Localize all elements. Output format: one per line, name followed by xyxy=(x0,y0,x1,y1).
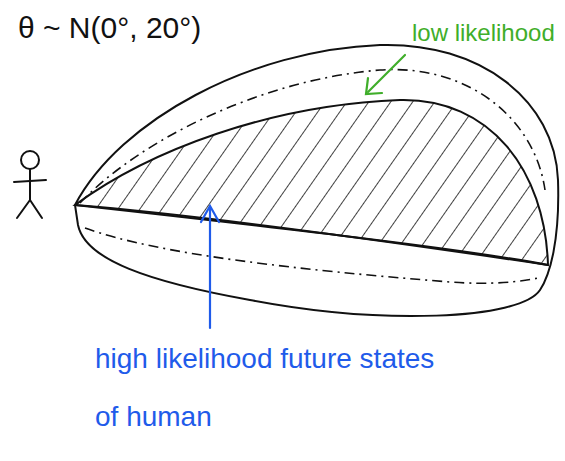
high-likelihood-label: high likelihood future states of human xyxy=(95,330,465,446)
leader-arrow xyxy=(366,55,405,94)
leader-arrow xyxy=(201,206,219,328)
outer-outline xyxy=(75,45,558,316)
low-likelihood-label: low likelihood xyxy=(412,18,560,48)
lower-lip xyxy=(75,205,548,265)
dash-dot-outline xyxy=(80,70,545,203)
human-figure xyxy=(14,151,46,218)
high-likelihood-region xyxy=(75,100,548,265)
dash-dot-outline xyxy=(85,228,538,283)
distribution-label: θ ~ N(0°, 20°) xyxy=(18,8,318,48)
